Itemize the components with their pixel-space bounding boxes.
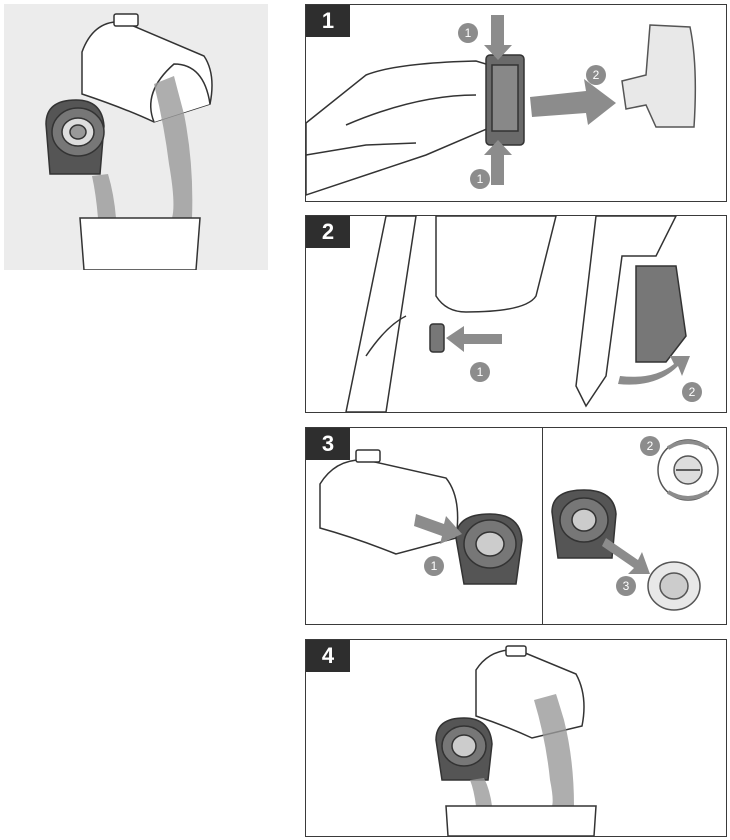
callout-2: 2 bbox=[586, 65, 606, 85]
step-number: 2 bbox=[306, 216, 350, 248]
dust-stream bbox=[92, 76, 193, 218]
release-arrow-icon bbox=[484, 15, 616, 185]
svg-text:2: 2 bbox=[647, 439, 654, 453]
step-1-illustration: 1 1 2 bbox=[306, 15, 697, 196]
filter-icon bbox=[45, 99, 105, 175]
svg-text:2: 2 bbox=[689, 385, 696, 399]
callout-1: 1 bbox=[424, 556, 444, 576]
handle-icon bbox=[306, 60, 497, 196]
step-4-panel: 4 bbox=[305, 639, 727, 837]
step-number: 3 bbox=[306, 428, 350, 460]
step-4-illustration bbox=[435, 645, 597, 836]
step-2-panel: 2 1 2 bbox=[305, 215, 727, 413]
hero-svg bbox=[45, 13, 213, 270]
rotate-arrow-icon bbox=[666, 440, 710, 500]
hero-emptying-illustration bbox=[4, 4, 268, 270]
arrow-icon bbox=[414, 514, 650, 574]
bin-icon bbox=[445, 805, 597, 836]
zoom-circle bbox=[657, 439, 719, 501]
callout-2: 2 bbox=[682, 382, 702, 402]
svg-text:3: 3 bbox=[623, 579, 630, 593]
svg-text:1: 1 bbox=[477, 172, 484, 186]
filter-icon bbox=[435, 717, 493, 781]
svg-text:1: 1 bbox=[431, 559, 438, 573]
vacuum-tilted-icon bbox=[575, 216, 687, 408]
dust-cup-icon bbox=[475, 645, 585, 739]
svg-text:2: 2 bbox=[593, 68, 600, 82]
bin-icon bbox=[79, 217, 201, 270]
svg-text:1: 1 bbox=[465, 26, 472, 40]
dust-stream bbox=[470, 694, 574, 806]
callout-2: 2 bbox=[640, 436, 660, 456]
step-number: 4 bbox=[306, 640, 350, 672]
step-3-panel: 3 bbox=[305, 427, 727, 625]
callout-1b: 1 bbox=[470, 169, 490, 189]
step-2-illustration: 1 2 bbox=[345, 216, 702, 412]
dust-cup-icon bbox=[319, 449, 459, 555]
release-button-icon bbox=[429, 323, 445, 353]
filter-icon bbox=[455, 513, 523, 585]
callout-1: 1 bbox=[470, 362, 490, 382]
callout-3: 3 bbox=[616, 576, 636, 596]
step-3-illustration: 1 2 3 bbox=[319, 436, 719, 611]
callout-1a: 1 bbox=[458, 23, 478, 43]
filter-removed-icon bbox=[647, 561, 701, 611]
svg-text:1: 1 bbox=[477, 365, 484, 379]
step-1-panel: 1 1 1 2 bbox=[305, 4, 727, 202]
step-number: 1 bbox=[306, 5, 350, 37]
battery-icon bbox=[485, 54, 525, 146]
battery-removed-icon bbox=[621, 24, 697, 128]
filter-right-icon bbox=[551, 489, 617, 559]
step-3-divider bbox=[542, 428, 543, 624]
release-arrow-icon bbox=[446, 326, 690, 385]
vacuum-body-icon bbox=[345, 216, 557, 412]
dust-cup-icon bbox=[81, 13, 213, 123]
